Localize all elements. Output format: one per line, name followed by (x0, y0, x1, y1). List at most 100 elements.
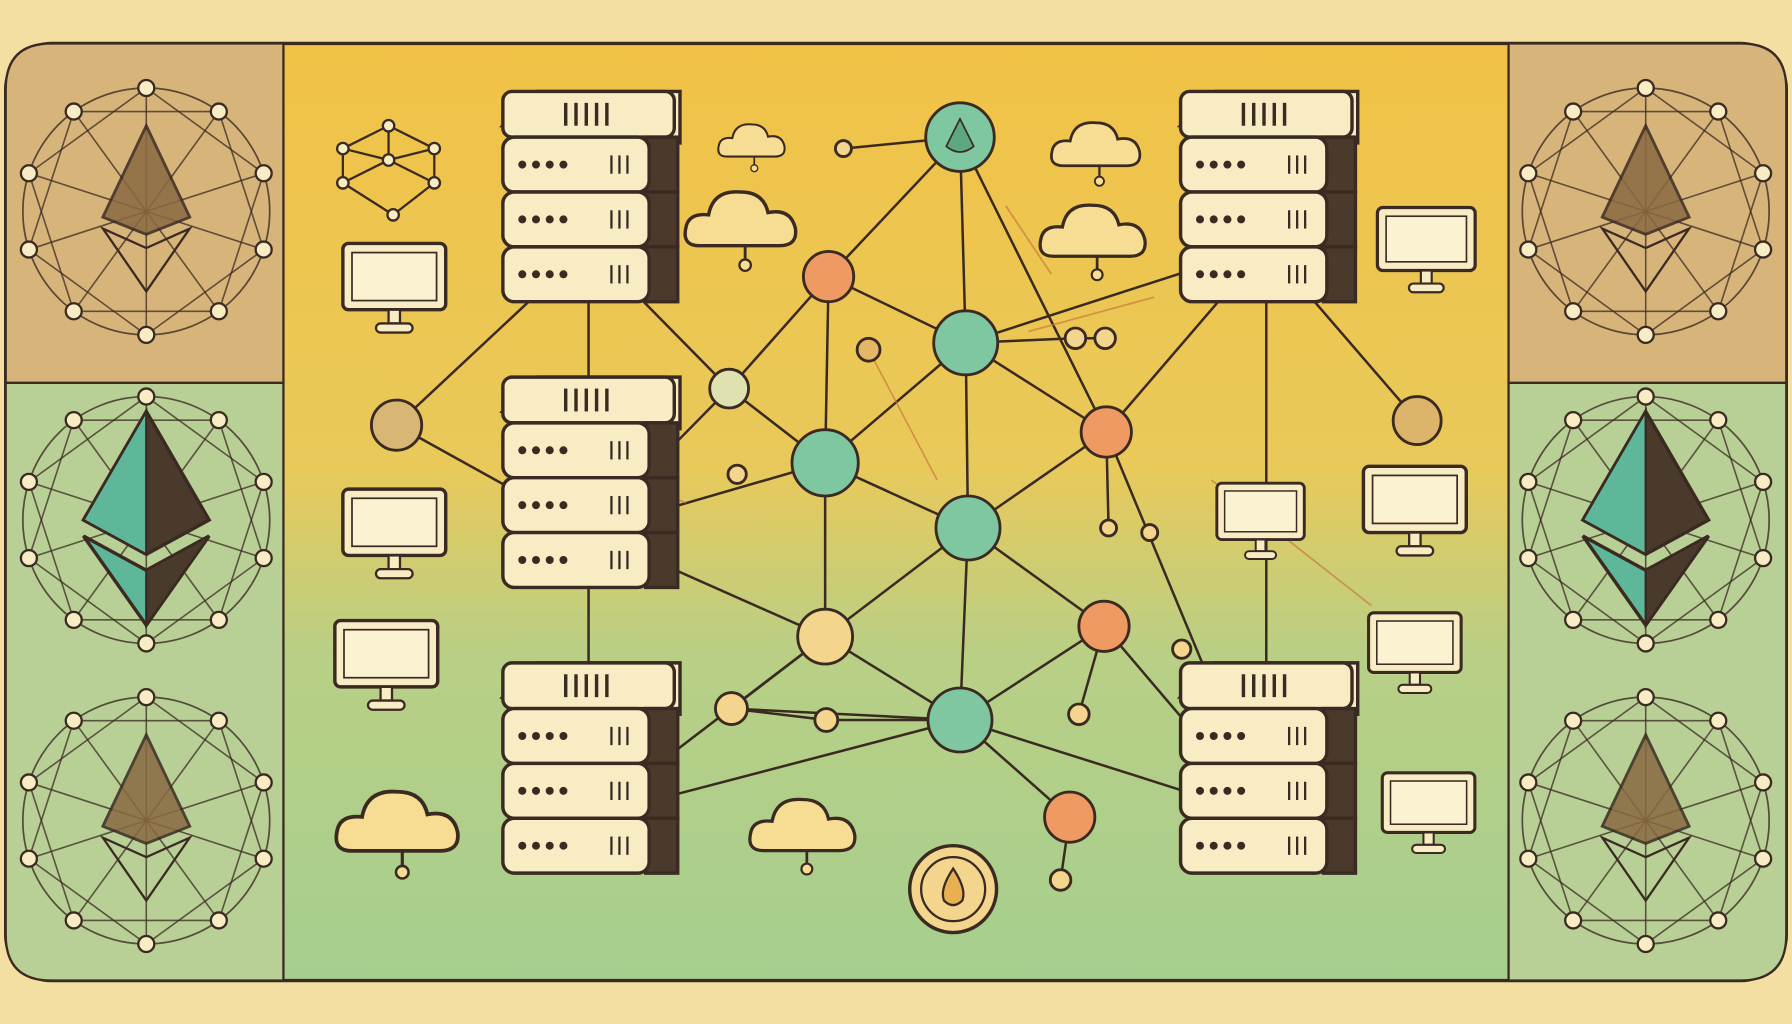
emblem-node (1709, 411, 1728, 430)
monitor-icon (1361, 464, 1468, 557)
server-stack-icon (1176, 89, 1360, 304)
cloud-port (394, 864, 410, 880)
server-led (545, 215, 554, 224)
emblem-node (1636, 325, 1655, 344)
decorative-stroke (1005, 205, 1053, 275)
server-stack-icon (499, 661, 682, 875)
emblem-node (137, 325, 156, 344)
server-led (1209, 732, 1218, 740)
emblem-node (1753, 773, 1773, 792)
server-led (545, 501, 554, 510)
emblem-node (1564, 610, 1583, 629)
server-led (545, 786, 554, 795)
emblem-node (1636, 634, 1655, 653)
cloud-port (750, 164, 759, 173)
network-node-icon (855, 336, 882, 363)
server-led (559, 732, 568, 740)
ethereum-icon (1519, 387, 1773, 653)
network-node-icon (934, 494, 1002, 562)
emblem-node (19, 472, 39, 492)
molecule-node (336, 141, 350, 156)
network-node-icon (1048, 868, 1073, 892)
monitor-display (1223, 490, 1298, 533)
network-node-icon (1077, 599, 1131, 653)
ethereum-icon (19, 387, 273, 653)
monitor-neck (1408, 671, 1422, 686)
emblem-mesh (28, 111, 75, 250)
emblem-node (1564, 711, 1583, 730)
server-led (518, 841, 527, 850)
ethereum-icon (19, 78, 273, 344)
server-led (1237, 732, 1246, 740)
network-node-icon (1093, 326, 1117, 350)
emblem-node (1636, 78, 1655, 98)
emblem-node (254, 849, 273, 868)
server-led (532, 160, 540, 169)
frame (4, 41, 1788, 983)
emblem-node (137, 688, 156, 707)
ethereum-outline-lower (99, 835, 193, 903)
server-stack-icon (499, 89, 682, 304)
decorative-stroke (867, 349, 938, 481)
server-led (532, 841, 540, 850)
monitor-base (1411, 843, 1447, 855)
cloud-icon (748, 797, 857, 876)
ethereum-outline (1600, 122, 1692, 236)
emblem-mesh (1527, 111, 1574, 250)
emblem-node (1636, 387, 1655, 406)
molecule-edge (388, 124, 435, 150)
molecule-edge (392, 181, 435, 216)
server-led (559, 501, 568, 510)
server-stack-icon (499, 375, 682, 590)
emblem-node (19, 548, 39, 568)
server-unit (501, 530, 651, 590)
emblem-node (209, 411, 228, 430)
emblem-node (64, 102, 83, 121)
server-led (559, 446, 568, 455)
emblem-mesh (1527, 481, 1574, 621)
emblem-node (1519, 240, 1538, 259)
emblem-node (1636, 688, 1655, 707)
coin-flame (941, 866, 965, 907)
molecule-node (336, 175, 350, 190)
server-lid (1178, 661, 1354, 711)
server-led (518, 501, 527, 510)
server-unit (1178, 245, 1329, 304)
monitor-base (1244, 550, 1278, 560)
molecule-edge (342, 181, 394, 216)
server-led (518, 270, 527, 279)
server-led (1196, 160, 1204, 169)
monitor-base (366, 699, 406, 711)
cloud-icon (717, 123, 786, 173)
emblem-node (1753, 240, 1773, 259)
network-node-icon (1043, 790, 1097, 844)
emblem-node (209, 711, 228, 730)
ethereum-icon (19, 688, 273, 954)
emblem-mesh (1527, 173, 1574, 312)
cloud-port (1090, 268, 1104, 282)
emblem-mesh (1527, 557, 1647, 645)
monitor-display (351, 251, 438, 302)
ethereum-lower-facet (145, 534, 211, 629)
cloud-shape (1050, 121, 1142, 168)
emblem-mesh (1527, 419, 1574, 559)
server-lid (501, 89, 676, 139)
network-node-icon (796, 607, 854, 666)
monitor-base (1395, 545, 1435, 557)
server-led (1209, 841, 1218, 850)
server-led (532, 556, 540, 564)
monitor-neck (387, 554, 402, 571)
emblem-mesh (1527, 858, 1647, 945)
cloud-port (1093, 175, 1105, 187)
emblem-node (254, 472, 273, 492)
monitor-icon (333, 618, 440, 711)
emblem-node (1564, 302, 1583, 321)
cloud-port (738, 258, 752, 272)
molecule-node (386, 207, 400, 222)
ethereum-outline (100, 731, 192, 845)
monitor-base (1407, 282, 1445, 294)
server-lid (1178, 89, 1354, 139)
monitor-icon (341, 241, 448, 334)
emblem-node (64, 711, 83, 730)
server-led (1209, 160, 1218, 169)
